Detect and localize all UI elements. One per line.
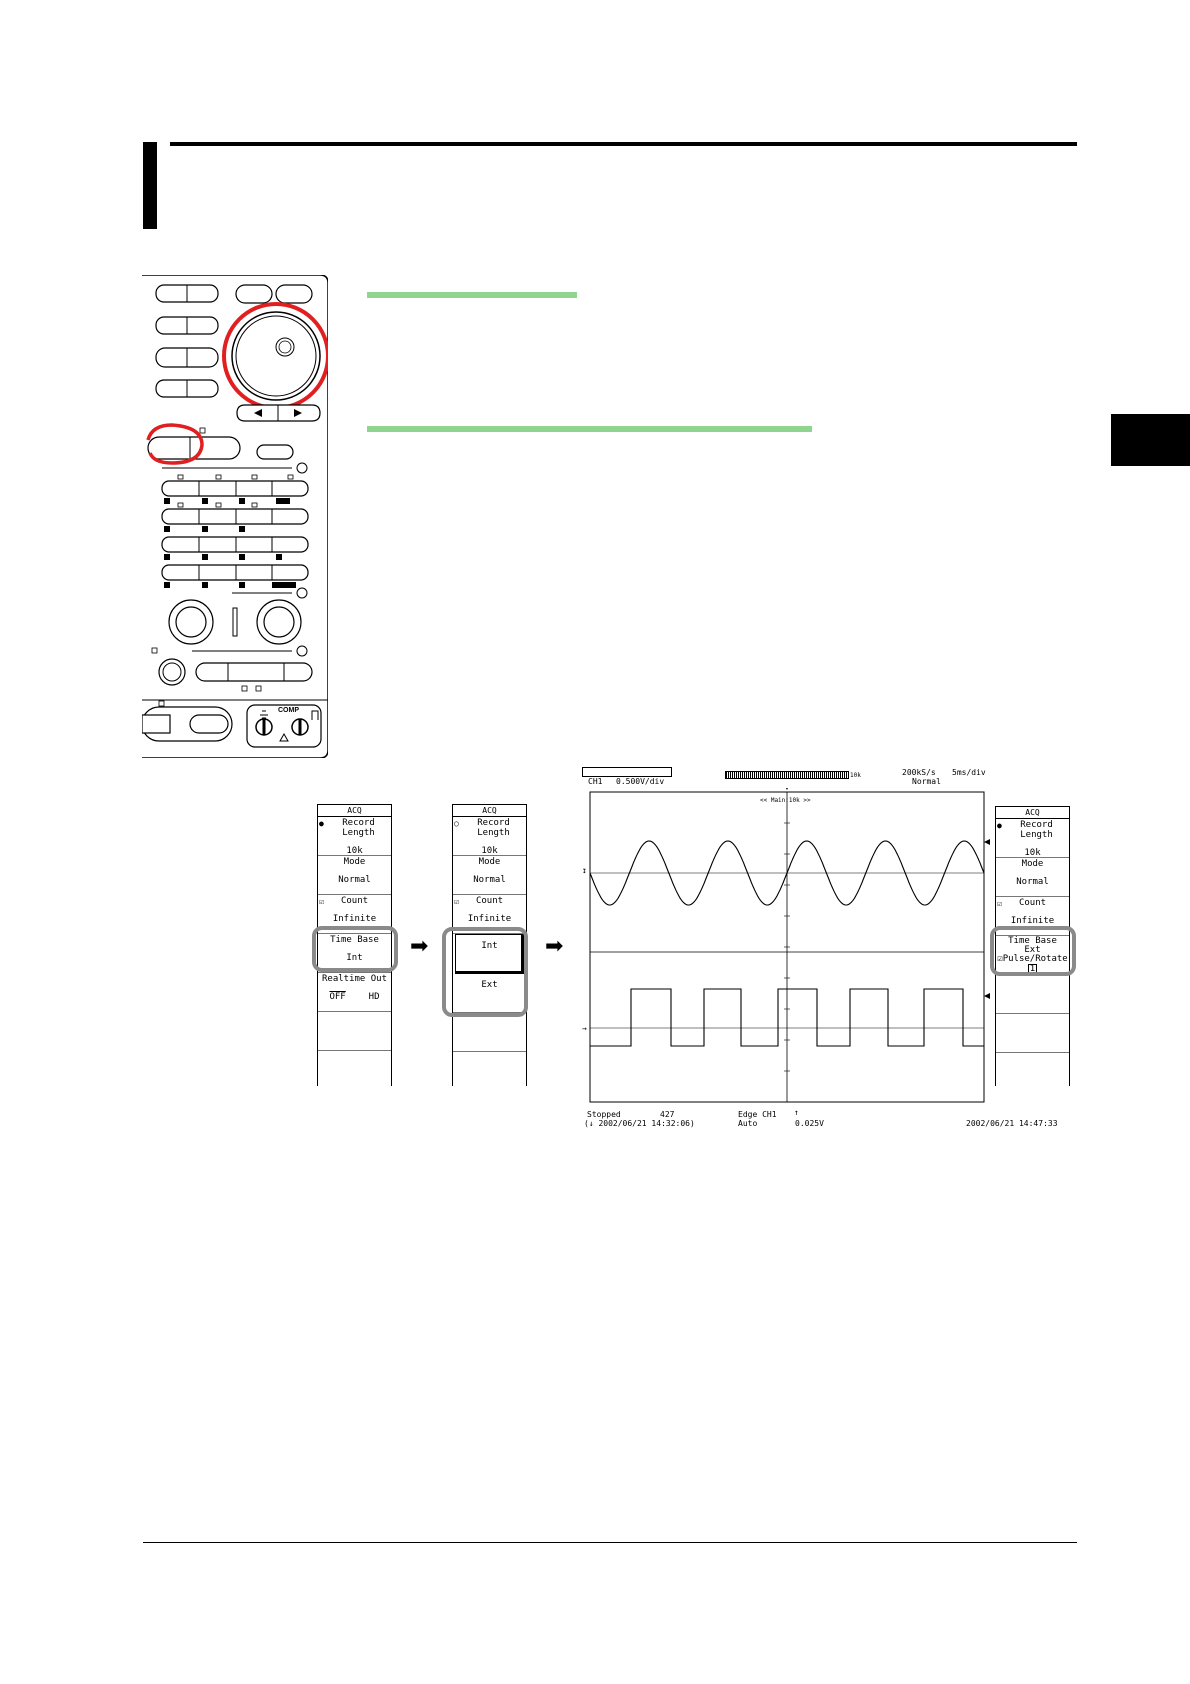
- knob-icon: ●: [319, 819, 324, 828]
- time-base-select-highlight: [442, 927, 528, 1017]
- waveform-area: [589, 788, 990, 1103]
- mode-key[interactable]: Mode Normal: [318, 856, 391, 895]
- menu-title: ACQ: [996, 806, 1069, 819]
- ch2-marker: →: [582, 1024, 587, 1033]
- empty-key[interactable]: [318, 1012, 391, 1051]
- option-off: OFF: [329, 992, 346, 1002]
- acq-mode: Normal: [912, 777, 941, 786]
- ext-option-key[interactable]: Ext: [453, 974, 526, 1013]
- int-option-key[interactable]: Int: [455, 934, 524, 974]
- rising-edge-icon: ↑: [794, 1108, 799, 1117]
- record-bar: [725, 771, 849, 779]
- acq-menu-1: ACQ ● Record Length 10k Mode Normal ☑ Co…: [317, 804, 392, 1086]
- empty-key[interactable]: [996, 1014, 1069, 1053]
- right-arrow-icon: ➡: [545, 934, 564, 959]
- knob-outline-icon: ○: [454, 819, 459, 828]
- sample-rate: 200kS/s: [902, 768, 936, 777]
- menu-title: ACQ: [318, 804, 391, 817]
- empty-key[interactable]: [453, 1013, 526, 1052]
- heading-underline-2: [367, 426, 812, 432]
- channel-label: CH1: [588, 777, 603, 786]
- mode-key[interactable]: Mode Normal: [996, 858, 1069, 897]
- record-length-key[interactable]: ○ Record Length 10k: [453, 817, 526, 856]
- status: Stopped: [587, 1110, 621, 1119]
- mode-key[interactable]: Mode Normal: [453, 856, 526, 895]
- checkbox-icon: ☑: [997, 899, 1002, 908]
- front-panel-illustration: COMP: [141, 274, 330, 759]
- footer-rule: [143, 1542, 1077, 1543]
- count-key[interactable]: ☑ Count Infinite: [996, 897, 1069, 936]
- realtime-out-key[interactable]: Realtime Out OFF HD: [318, 973, 391, 1012]
- right-arrow-icon: ➡: [410, 934, 429, 959]
- menu-title: ACQ: [453, 804, 526, 817]
- checkbox-icon: ☑: [454, 897, 459, 906]
- comp-label: COMP: [278, 707, 299, 714]
- record-length-key[interactable]: ● Record Length 10k: [996, 819, 1069, 858]
- trigger-level: 0.025V: [795, 1119, 824, 1128]
- header-block: [143, 142, 157, 229]
- record-length-key[interactable]: ● Record Length 10k: [318, 817, 391, 856]
- heading-underline-1: [367, 292, 577, 298]
- clock: 2002/06/21 14:47:33: [966, 1119, 1058, 1128]
- checkbox-icon: ☑: [997, 954, 1003, 964]
- trigger-mode: Auto: [738, 1119, 758, 1128]
- vdiv-label: 0.500V/div: [616, 777, 665, 786]
- ch2-square-trace: [590, 988, 984, 1047]
- trigger-type: Edge CH1: [738, 1110, 777, 1119]
- section-tab: [1111, 414, 1190, 466]
- checkbox-icon: ☑: [319, 897, 324, 906]
- empty-key[interactable]: [996, 975, 1069, 1014]
- zoom-label: << Main:10k >>: [760, 797, 811, 804]
- scope-screen: CH1 0.500V/div 10k 200kS/s 5ms/div Norma…: [582, 766, 1072, 1128]
- record-label: 10k: [850, 772, 861, 779]
- count-key[interactable]: ☑ Count Infinite: [318, 895, 391, 934]
- time-base-highlight: [312, 926, 398, 972]
- pulse-rotate-highlight: [990, 926, 1076, 976]
- stop-time: (↓ 2002/06/21 14:32:06): [584, 1119, 695, 1128]
- acq-menu-2: ACQ ○ Record Length 10k Mode Normal ☑ Co…: [452, 804, 527, 1086]
- count-key[interactable]: ☑ Count Infinite: [453, 895, 526, 934]
- ch1-marker: ↧: [582, 866, 587, 875]
- ch1-sine-trace: [589, 840, 985, 906]
- option-hd: HD: [368, 992, 380, 1002]
- header-rule: [170, 142, 1077, 146]
- acq-count: 427: [660, 1110, 675, 1119]
- time-base-key[interactable]: Time Base Int: [318, 934, 391, 973]
- time-div: 5ms/div: [952, 768, 986, 777]
- channel-box: [582, 767, 672, 777]
- knob-icon: ●: [997, 821, 1002, 830]
- acq-menu-3: ACQ ● Record Length 10k Mode Normal ☑ Co…: [995, 806, 1070, 1086]
